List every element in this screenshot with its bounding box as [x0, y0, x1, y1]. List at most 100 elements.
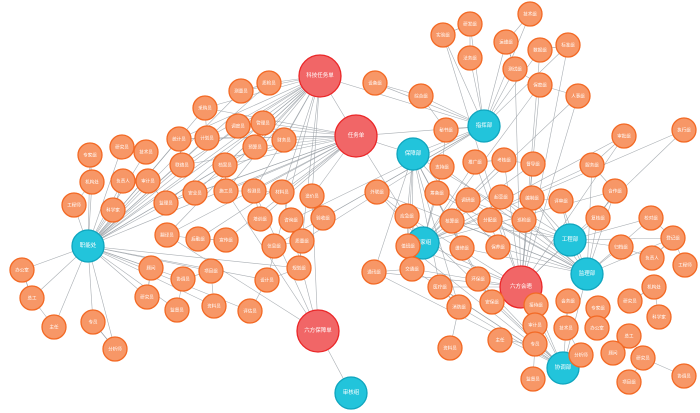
node-circle[interactable]: [225, 113, 251, 139]
graph-node-orange[interactable]: 总工: [19, 285, 45, 311]
graph-node-orange[interactable]: 综合组: [408, 83, 434, 109]
node-circle[interactable]: [457, 45, 483, 71]
node-circle[interactable]: [568, 342, 594, 368]
node-circle[interactable]: [671, 117, 697, 143]
graph-node-orange[interactable]: 保密组: [527, 72, 553, 98]
node-circle[interactable]: [641, 274, 667, 300]
node-circle[interactable]: [80, 309, 106, 335]
graph-node-orange[interactable]: 标准组: [555, 32, 581, 58]
graph-node-orange[interactable]: 材料员: [269, 179, 295, 205]
node-circle[interactable]: [194, 125, 220, 151]
graph-node-orange[interactable]: 法务组: [457, 45, 483, 71]
graph-node-red[interactable]: 任务单: [334, 114, 378, 158]
graph-node-orange[interactable]: 工程师: [61, 192, 87, 218]
graph-node-orange[interactable]: 办公室: [9, 257, 35, 283]
graph-node-orange[interactable]: 监督员: [520, 366, 546, 392]
graph-node-orange[interactable]: 推广组: [462, 149, 488, 175]
node-circle[interactable]: [630, 345, 656, 371]
node-circle[interactable]: [487, 327, 513, 353]
node-circle[interactable]: [213, 178, 239, 204]
graph-node-orange[interactable]: 机构处: [641, 274, 667, 300]
graph-node-orange[interactable]: 核算组: [439, 208, 465, 234]
graph-node-orange[interactable]: 通讯组: [361, 259, 387, 285]
graph-node-orange[interactable]: 数据组: [527, 37, 553, 63]
graph-node-orange[interactable]: 人事组: [565, 83, 591, 109]
node-circle[interactable]: [395, 233, 421, 259]
node-circle[interactable]: [427, 274, 453, 300]
node-circle[interactable]: [462, 149, 488, 175]
graph-node-orange[interactable]: 调度员: [225, 113, 251, 139]
node-circle[interactable]: [672, 252, 698, 278]
node-circle[interactable]: [430, 22, 456, 48]
graph-node-orange[interactable]: 主任: [41, 314, 67, 340]
graph-node-orange[interactable]: 主任: [487, 327, 513, 353]
node-circle[interactable]: [602, 178, 628, 204]
graph-node-orange[interactable]: 考核组: [491, 147, 517, 173]
node-circle[interactable]: [477, 207, 503, 233]
node-circle[interactable]: [553, 315, 579, 341]
node-circle[interactable]: [446, 294, 472, 320]
graph-node-orange[interactable]: 督导组: [520, 151, 546, 177]
node-circle[interactable]: [213, 227, 239, 253]
graph-node-orange[interactable]: 质量组: [289, 228, 315, 254]
node-circle[interactable]: [616, 323, 642, 349]
graph-node-orange[interactable]: 项目组: [198, 258, 224, 284]
graph-node-orange[interactable]: 消防组: [446, 294, 472, 320]
graph-node-orange[interactable]: 分析师: [102, 336, 128, 362]
node-circle[interactable]: [671, 363, 697, 389]
graph-node-orange[interactable]: 预算员: [242, 134, 268, 160]
graph-node-orange[interactable]: 翻译员: [154, 222, 180, 248]
node-circle[interactable]: [250, 110, 276, 136]
graph-node-orange[interactable]: 专员: [80, 309, 106, 335]
node-circle[interactable]: [334, 114, 378, 158]
node-circle[interactable]: [71, 229, 105, 263]
graph-node-orange[interactable]: 采购员: [192, 95, 218, 121]
graph-node-orange[interactable]: 设备组: [362, 70, 388, 96]
node-circle[interactable]: [485, 234, 511, 260]
node-circle[interactable]: [271, 127, 297, 153]
graph-node-orange[interactable]: 设计员: [254, 267, 280, 293]
graph-node-orange[interactable]: 分析师: [568, 342, 594, 368]
node-circle[interactable]: [102, 336, 128, 362]
node-circle[interactable]: [364, 179, 390, 205]
graph-node-orange[interactable]: 财务员: [271, 127, 297, 153]
graph-node-red[interactable]: 六方保障单: [296, 309, 340, 353]
node-circle[interactable]: [296, 309, 340, 353]
node-circle[interactable]: [408, 83, 434, 109]
graph-node-orange[interactable]: 登记组: [660, 225, 686, 251]
graph-node-orange[interactable]: 测试组: [502, 56, 528, 82]
node-circle[interactable]: [548, 188, 574, 214]
node-circle[interactable]: [299, 183, 325, 209]
graph-node-orange[interactable]: 咨询组: [278, 207, 304, 233]
graph-node-orange[interactable]: 质检员: [256, 70, 282, 96]
graph-node-orange[interactable]: 机构处: [79, 169, 105, 195]
node-circle[interactable]: [9, 257, 35, 283]
node-circle[interactable]: [153, 190, 179, 216]
node-circle[interactable]: [449, 235, 475, 261]
node-circle[interactable]: [399, 256, 425, 282]
graph-node-orange[interactable]: 信息组: [261, 233, 287, 259]
graph-node-orange[interactable]: 起草组: [488, 184, 514, 210]
node-circle[interactable]: [77, 142, 103, 168]
graph-node-orange[interactable]: 项目组: [616, 369, 642, 395]
graph-node-orange[interactable]: 会务组: [555, 288, 581, 314]
node-circle[interactable]: [479, 289, 505, 315]
graph-node-orange[interactable]: 医疗组: [427, 274, 453, 300]
graph-node-orange[interactable]: 检测员: [241, 178, 267, 204]
node-circle[interactable]: [41, 314, 67, 340]
graph-node-orange[interactable]: 办公室: [584, 315, 610, 341]
graph-node-orange[interactable]: 保养组: [485, 234, 511, 260]
node-circle[interactable]: [608, 234, 634, 260]
node-circle[interactable]: [493, 29, 519, 55]
graph-node-orange[interactable]: 校对组: [638, 205, 664, 231]
node-circle[interactable]: [502, 56, 528, 82]
node-circle[interactable]: [394, 203, 420, 229]
node-circle[interactable]: [247, 206, 273, 232]
node-circle[interactable]: [256, 70, 282, 96]
node-circle[interactable]: [133, 139, 159, 165]
graph-node-orange[interactable]: 技术组: [517, 1, 543, 27]
graph-node-cyan[interactable]: 审核组: [334, 376, 368, 410]
node-circle[interactable]: [19, 285, 45, 311]
node-circle[interactable]: [135, 168, 161, 194]
